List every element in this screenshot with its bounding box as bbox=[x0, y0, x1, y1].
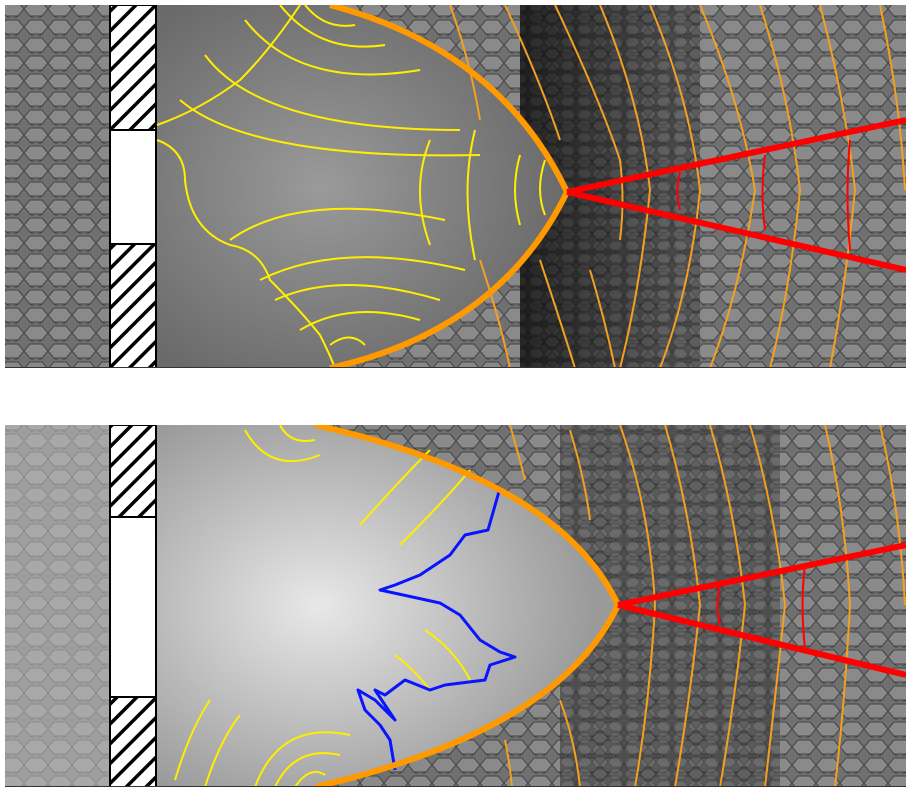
bottom-mach-lines bbox=[617, 542, 906, 678]
bottom-wall-gap bbox=[109, 516, 157, 698]
top-expanding-waves bbox=[449, 5, 906, 368]
bottom-smooth-region bbox=[157, 425, 618, 787]
top-panel bbox=[5, 5, 906, 368]
bottom-wall-lower-hatch bbox=[109, 696, 157, 787]
top-wall-upper-hatch bbox=[109, 5, 157, 131]
bottom-wave-arcs bbox=[174, 425, 471, 787]
top-mach-lines bbox=[566, 117, 906, 273]
top-wall-gap bbox=[109, 129, 157, 245]
bottom-front-contour bbox=[356, 487, 517, 771]
bottom-left-light bbox=[5, 425, 110, 787]
bottom-wall-upper-hatch bbox=[109, 425, 157, 518]
top-wave-arcs bbox=[156, 5, 546, 368]
bottom-expanding-waves bbox=[504, 425, 906, 787]
bottom-panel bbox=[5, 425, 906, 787]
top-wall-lower-hatch bbox=[109, 243, 157, 368]
top-smooth-region bbox=[157, 5, 567, 368]
